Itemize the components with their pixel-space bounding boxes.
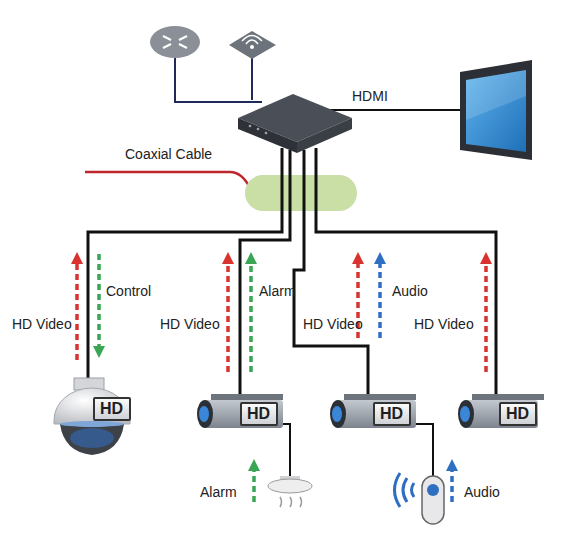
cable-bundle (245, 175, 357, 211)
hd-badge: HD (373, 402, 411, 426)
coaxial-cables (88, 148, 496, 402)
microphone (395, 473, 445, 524)
badge-text: HD (506, 405, 530, 423)
hdmi-line (330, 109, 462, 111)
signal-label: Alarm (259, 283, 296, 299)
signal-label: Control (106, 283, 151, 299)
box-camera (458, 394, 544, 428)
leader-line (85, 172, 250, 188)
signal-label: HD Video (160, 316, 220, 332)
signal-label: HDMI (352, 88, 388, 104)
hd-badge: HD (240, 402, 278, 426)
hd-badge: HD (93, 397, 131, 421)
signal-label: HD Video (303, 316, 363, 332)
arrow-heads (71, 252, 492, 471)
hd-badge: HD (499, 402, 537, 426)
signal-label: Coaxial Cable (125, 146, 212, 162)
badge-text: HD (380, 405, 404, 423)
signal-label: Audio (392, 283, 428, 299)
network-links (175, 58, 262, 102)
badge-text: HD (247, 405, 271, 423)
signal-label: HD Video (12, 316, 72, 332)
monitor-icon (460, 60, 532, 160)
smoke-detector (268, 476, 312, 507)
signal-label: HD Video (414, 316, 474, 332)
signal-label: Alarm (200, 484, 237, 500)
dome-camera (54, 378, 130, 455)
badge-text: HD (100, 400, 124, 418)
router-icon (150, 26, 200, 58)
access-point-icon (229, 31, 276, 59)
signal-arrows (77, 254, 486, 502)
mic-wire (416, 424, 433, 476)
dvr-box (238, 94, 352, 153)
sensor-wire (283, 424, 290, 478)
box-camera (330, 394, 416, 428)
box-camera (197, 394, 283, 428)
signal-label: Audio (464, 484, 500, 500)
